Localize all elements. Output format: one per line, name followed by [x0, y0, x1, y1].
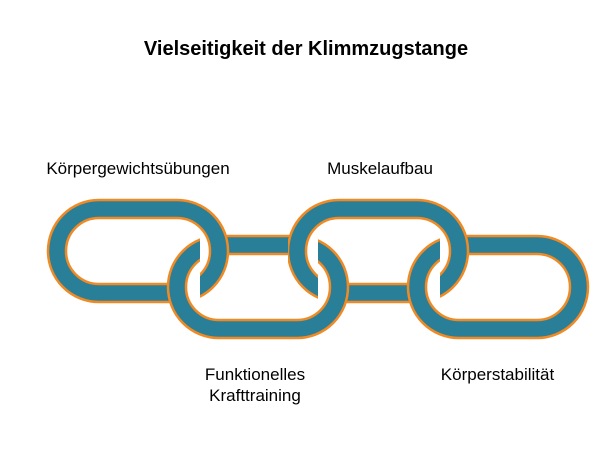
label-koerpergewichtsuebungen: Körpergewichtsübungen — [46, 159, 230, 178]
chain-link-muskelaufbau-overlap — [288, 203, 318, 299]
label-muskelaufbau: Muskelaufbau — [327, 159, 433, 178]
diagram-title: Vielseitigkeit der Klimmzugstange — [143, 38, 469, 60]
chain-link-koerperstabilitaet — [406, 234, 590, 340]
chain-link-koerpergewichtsuebungen-overlap — [200, 204, 230, 298]
chain-link-muskelaufbau-overlap — [440, 204, 470, 298]
chain-link-funktionelles-krafttraining — [166, 234, 350, 340]
label-koerperstabilitaet: Körperstabilität — [440, 365, 555, 384]
